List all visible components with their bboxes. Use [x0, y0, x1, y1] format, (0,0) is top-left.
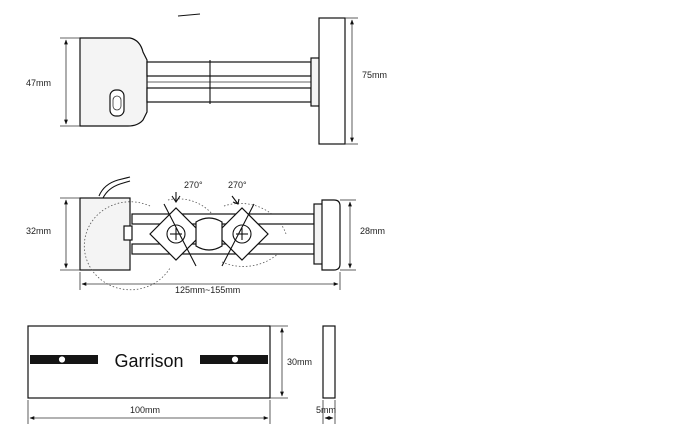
angle-arrow-left: [171, 192, 181, 203]
motor-housing: [79, 37, 148, 127]
stray-mark: [177, 13, 201, 17]
angle-arrow-right: [231, 195, 240, 205]
hinge-right-axis: [221, 203, 255, 267]
bottom-view: Garrison 30mm 100mm 5mm: [27, 325, 336, 424]
end-bracket: [321, 199, 341, 271]
center-knuckle: [195, 217, 223, 251]
rotation-arc-right: [223, 202, 287, 235]
brand-logo-text: Garrison: [114, 351, 183, 371]
middle-upper-arm: [131, 213, 315, 225]
top-view: 47mm 75mm: [26, 17, 387, 145]
hinge-left-pivot: [166, 224, 186, 244]
plate-side-profile: [322, 325, 336, 399]
dim-label-32mm: 32mm: [26, 226, 51, 236]
hinge-left-axis: [163, 203, 197, 267]
stripe-left-dot: [58, 355, 66, 364]
angle-label-right: 270°: [228, 180, 247, 190]
dim-label-47mm: 47mm: [26, 78, 51, 88]
hinge-right-pivot: [232, 224, 252, 244]
upper-arm: [146, 61, 312, 77]
dim-label-28mm: 28mm: [360, 226, 385, 236]
cable-slot: [109, 89, 125, 117]
dim-label-30mm: 30mm: [287, 357, 312, 367]
motor-tab: [123, 225, 133, 241]
dim-label-75mm: 75mm: [362, 70, 387, 80]
cable-slot-inner: [112, 95, 122, 111]
rotation-arc-left: [83, 201, 171, 291]
middle-view: 270° 270° 32mm 28mm 125mm~155mm: [26, 176, 385, 295]
power-cable-edge: [102, 180, 131, 199]
lower-arm: [146, 87, 312, 103]
angle-label-left: 270°: [184, 180, 203, 190]
stripe-right-dot: [231, 355, 239, 364]
dim-label-length: 125mm~155mm: [175, 285, 240, 295]
power-cable: [98, 176, 131, 197]
dim-label-5mm: 5mm: [316, 405, 336, 415]
dim-label-100mm: 100mm: [130, 405, 160, 415]
mounting-plate: [318, 17, 346, 145]
middle-lower-arm: [131, 243, 315, 255]
